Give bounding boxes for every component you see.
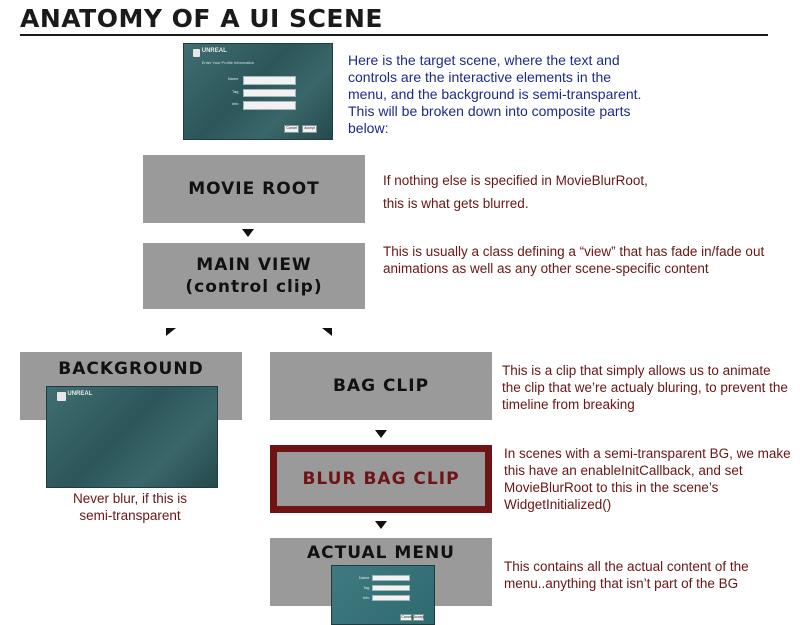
logo-text: UNREAL [201, 47, 227, 54]
info-field [372, 595, 411, 602]
background-note-line1: Never blur, if this is [72, 491, 188, 506]
actual-menu-preview: Name Tag Info Cancel Accept [331, 565, 435, 625]
main-view-sublabel: (control clip) [185, 277, 323, 297]
tag-field [372, 585, 411, 592]
arrow-down-right-icon [322, 328, 332, 336]
logo-text: UNREAL [67, 391, 93, 397]
bag-clip-desc: This is a clip that simply allows us to … [502, 363, 788, 412]
menu-field-row: Info [352, 595, 423, 602]
arrow-down-icon [375, 430, 387, 438]
menu-field-row: Tag [352, 585, 423, 592]
unreal-logo-icon [57, 392, 66, 401]
movie-root-label: MOVIE ROOT [188, 179, 320, 199]
accept-button-preview: Accept [412, 614, 425, 621]
name-field [372, 575, 411, 582]
movie-root-desc: If nothing else is specified in MovieBlu… [383, 172, 703, 212]
background-note-line2: semi-transparent [79, 508, 181, 523]
field-label: Info [362, 595, 370, 600]
menu-field-row: Name [352, 575, 423, 582]
movie-root-box: MOVIE ROOT [143, 155, 365, 223]
field-label: Tag [363, 585, 370, 591]
main-view-desc: This is usually a class defining a “view… [383, 244, 765, 276]
bag-clip-box: BAG CLIP [270, 352, 492, 420]
scene-field-row: Name [214, 76, 318, 85]
blur-bag-clip-box: BLUR BAG CLIP [270, 445, 492, 513]
scene-field-row: Info [214, 101, 318, 110]
background-preview: UNREAL [46, 386, 218, 488]
main-view-label: MAIN VIEW [196, 255, 312, 275]
cancel-button-preview: Cancel [284, 124, 300, 134]
movie-root-desc-line1: If nothing else is specified in MovieBlu… [383, 173, 648, 188]
arrow-down-icon [375, 521, 387, 529]
blur-bag-clip-desc: In scenes with a semi-transparent BG, we… [504, 446, 791, 512]
info-field [242, 101, 297, 110]
field-label: Tag [232, 88, 239, 94]
name-field [242, 76, 297, 85]
arrow-down-left-icon [166, 328, 176, 336]
actual-menu-desc: This contains all the actual content of … [504, 559, 749, 591]
main-view-box: MAIN VIEW (control clip) [143, 243, 365, 309]
title-underline [20, 34, 768, 36]
scene-header: Enter Your Profile Information [201, 60, 255, 66]
field-label: Info [231, 101, 239, 106]
background-label: BACKGROUND [58, 359, 204, 379]
movie-root-desc-line2: this is what gets blurred. [383, 196, 529, 211]
unreal-logo-icon [192, 48, 201, 58]
page-title: ANATOMY OF A UI SCENE [20, 4, 383, 33]
intro-text: Here is the target scene, where the text… [348, 52, 642, 136]
field-label: Name [358, 575, 370, 581]
field-label: Name [227, 76, 239, 82]
background-note: Never blur, if this is semi-transparent [30, 490, 230, 524]
scene-field-row: Tag [214, 88, 318, 98]
blur-bag-clip-label: BLUR BAG CLIP [302, 469, 460, 489]
actual-menu-label: ACTUAL MENU [307, 543, 455, 563]
bag-clip-label: BAG CLIP [332, 376, 430, 396]
tag-field [242, 88, 297, 98]
cancel-button-preview: Cancel [400, 614, 413, 621]
arrow-down-icon [242, 229, 254, 237]
target-scene-preview: UNREAL Enter Your Profile Information Na… [183, 43, 333, 140]
accept-button-preview: Accept [301, 124, 318, 134]
